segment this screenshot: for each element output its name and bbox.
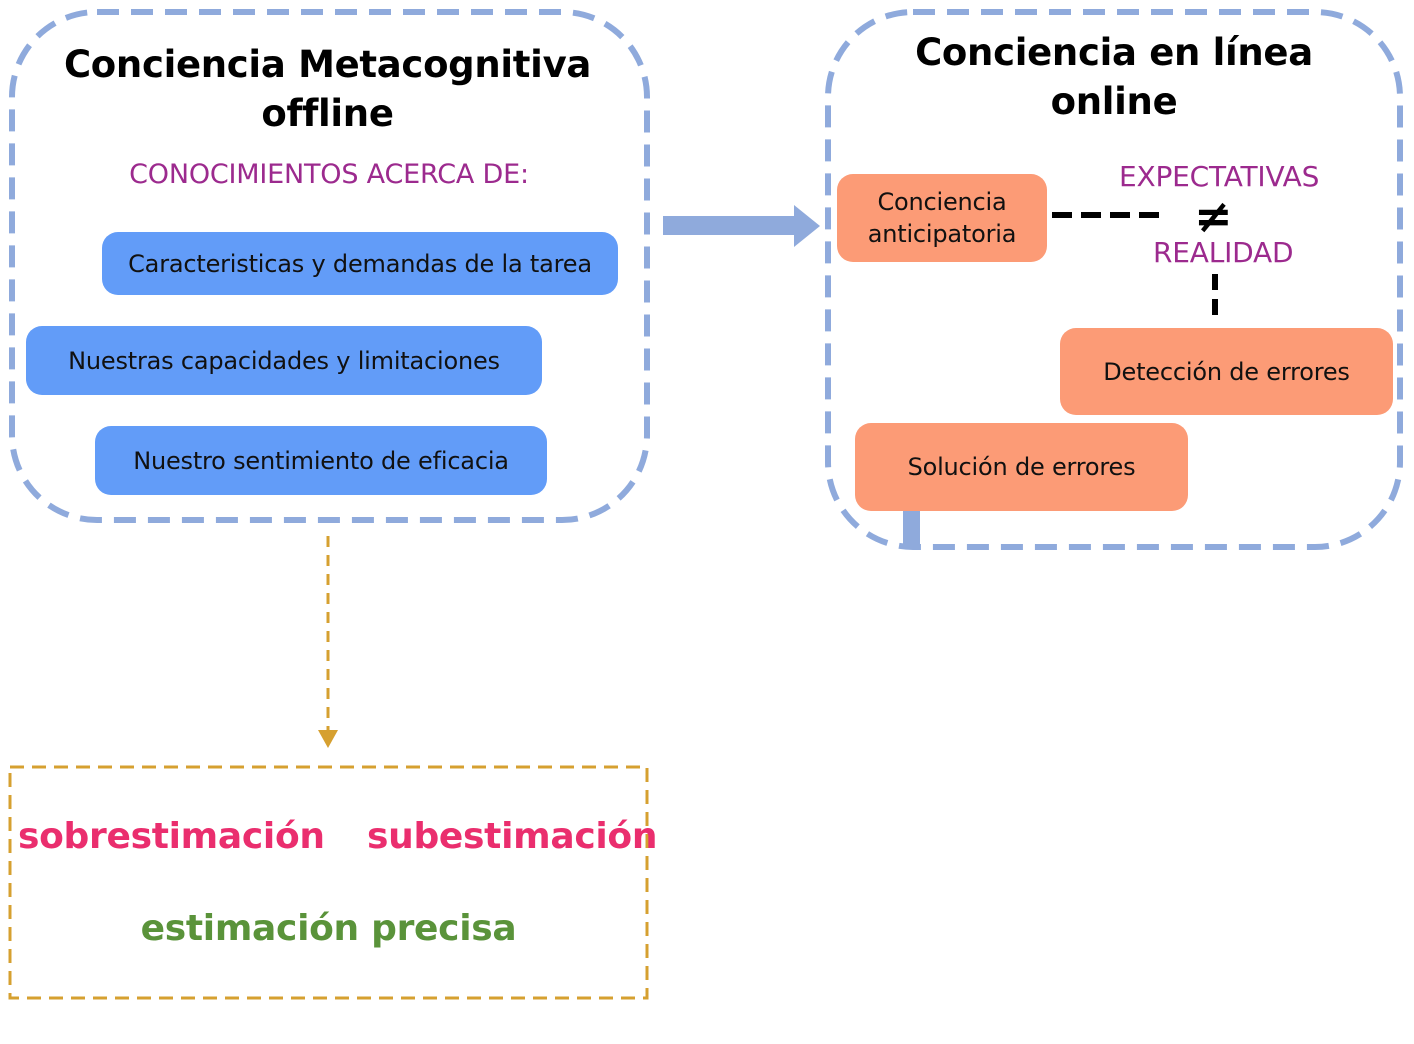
anticipatory-line2: anticipatoria [867,220,1017,248]
underestimation-label: subestimación [367,816,658,857]
offline-title: Conciencia Metacognitiva offline [40,40,615,138]
overestimation-label: sobrestimación [18,816,325,857]
error-detection-box: Detección de errores [1060,328,1393,415]
estimation-container [8,765,649,1000]
online-title: Conciencia en línea online [870,28,1358,126]
not-equal-sign: ≠ [1194,189,1233,243]
task-demands-item: Caracteristicas y demandas de la tarea [102,232,618,295]
offline-container [9,9,650,523]
expectations-label: EXPECTATIVAS [1119,160,1320,193]
online-container [825,9,1403,550]
anticipatory-line1: Conciencia [877,188,1007,216]
offline-title-line1: Conciencia Metacognitiva [63,43,592,86]
anticipatory-awareness-box: Conciencia anticipatoria [837,174,1047,262]
offline-title-line2: offline [261,92,394,135]
knowledge-heading: CONOCIMIENTOS ACERCA DE: [129,159,529,190]
capabilities-item: Nuestras capacidades y limitaciones [26,326,542,395]
efficacy-item: Nuestro sentimiento de eficacia [95,426,547,495]
online-title-line2: online [1050,80,1178,123]
estimation-arrow [318,536,338,748]
reality-label: REALIDAD [1153,236,1294,269]
error-solution-box: Solución de errores [855,423,1188,511]
solution-stub-line [903,508,920,548]
precise-estimation-label: estimación precisa [140,908,517,949]
offline-to-online-arrow [663,205,820,247]
online-title-line1: Conciencia en línea [915,31,1313,74]
